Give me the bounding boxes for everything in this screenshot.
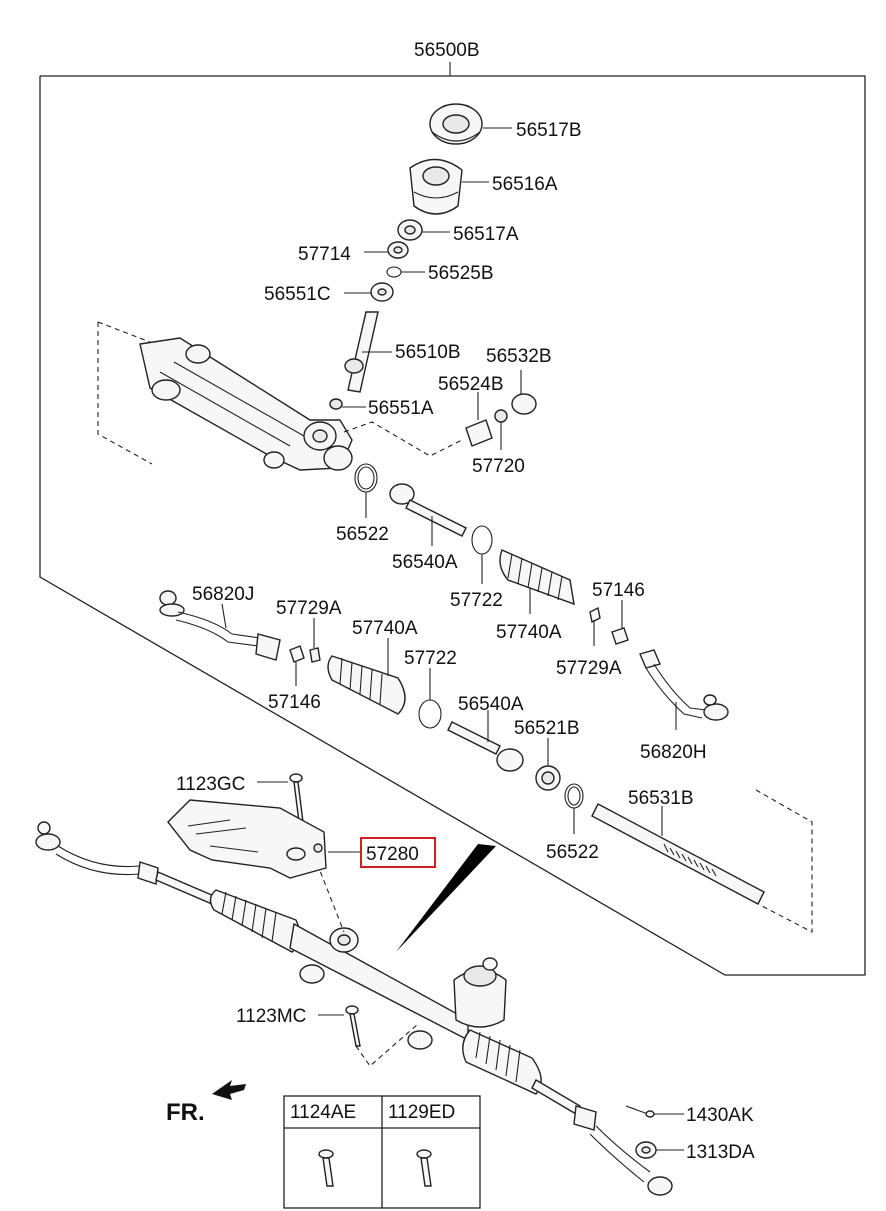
part-1430AK[interactable] [625,1105,684,1118]
part-57722-lower[interactable] [418,668,442,729]
label-57740A-lower: 57740A [352,618,418,639]
part-56524B[interactable] [465,392,493,447]
label-56540A-lower: 56540A [458,694,524,715]
table-header-1129ED: 1129ED [388,1102,455,1123]
label-56521B: 56521B [514,718,580,739]
table-header-1124AE: 1124AE [290,1102,356,1123]
part-56820H[interactable] [639,649,729,730]
part-56516A[interactable] [409,158,489,215]
part-57720[interactable] [494,409,508,450]
fr-direction-label: FR. [166,1099,205,1126]
part-56522-upper[interactable] [354,463,378,518]
label-56510B: 56510B [395,342,461,363]
part-56522-lower[interactable] [564,783,584,834]
part-56521B[interactable] [535,738,561,791]
part-57146-right[interactable] [611,600,629,645]
part-56551C[interactable] [344,282,394,302]
part-56517B[interactable] [429,103,512,145]
part-57722-upper[interactable] [471,525,493,584]
label-56516A: 56516A [492,174,558,195]
label-57146-right: 57146 [592,580,645,601]
label-56517A: 56517A [453,224,519,245]
label-1430AK: 1430AK [686,1105,754,1126]
part-57729A-right[interactable] [589,606,601,646]
label-56522-lower: 56522 [546,842,599,863]
bolt-table [283,1095,481,1209]
label-57729A-left: 57729A [276,598,342,619]
part-56540A-lower[interactable] [447,710,524,772]
rack-housing-upper [97,321,463,471]
part-57740A-upper[interactable] [499,549,575,614]
label-57722-lower: 57722 [404,648,457,669]
part-56532B[interactable] [511,370,537,415]
label-1123MC: 1123MC [236,1006,306,1027]
assembly-frame [39,62,866,976]
fr-arrow-icon [212,1080,246,1100]
part-1313DA[interactable] [635,1141,684,1159]
label-56532B: 56532B [486,346,552,367]
label-56551A: 56551A [368,398,434,419]
label-56531B: 56531B [628,788,694,809]
label-56522-upper: 56522 [336,524,389,545]
label-56820H: 56820H [640,742,707,763]
assembly-label: 56500B [414,40,480,61]
part-56820J[interactable] [159,590,281,661]
label-57722-upper: 57722 [450,590,503,611]
bolt-icon-1124AE[interactable] [318,1149,334,1187]
label-56820J: 56820J [192,584,254,605]
part-56551A[interactable] [329,398,366,410]
label-56551C: 56551C [264,284,331,305]
bolt-icon-1129ED[interactable] [416,1149,432,1187]
part-56525B[interactable] [386,266,425,278]
part-57146-left[interactable] [289,645,305,686]
part-57714[interactable] [364,241,409,259]
part-56540A-upper[interactable] [389,483,467,546]
part-57729A-left[interactable] [309,618,321,663]
part-57740A-lower[interactable] [327,638,406,715]
part-56517A[interactable] [397,219,450,241]
label-57720: 57720 [472,456,525,477]
label-56525B: 56525B [428,263,494,284]
label-57280[interactable]: 57280 [366,844,419,865]
label-57729A-right: 57729A [556,658,622,679]
part-56531B[interactable] [591,789,813,933]
label-57740A-upper: 57740A [496,622,562,643]
label-56524B: 56524B [438,374,504,395]
pointer-wedge [396,844,496,952]
label-57146-left: 57146 [268,692,321,713]
label-57714: 57714 [298,244,351,265]
highlight-box-57280 [360,837,436,868]
lower-assembly [35,821,673,1196]
label-1123GC: 1123GC [176,774,245,795]
part-1123MC[interactable] [318,1005,361,1047]
label-56517B: 56517B [516,120,582,141]
label-1313DA: 1313DA [686,1142,755,1163]
part-56510B[interactable] [344,311,392,393]
part-57280[interactable] [167,799,360,879]
label-56540A-upper: 56540A [392,552,458,573]
